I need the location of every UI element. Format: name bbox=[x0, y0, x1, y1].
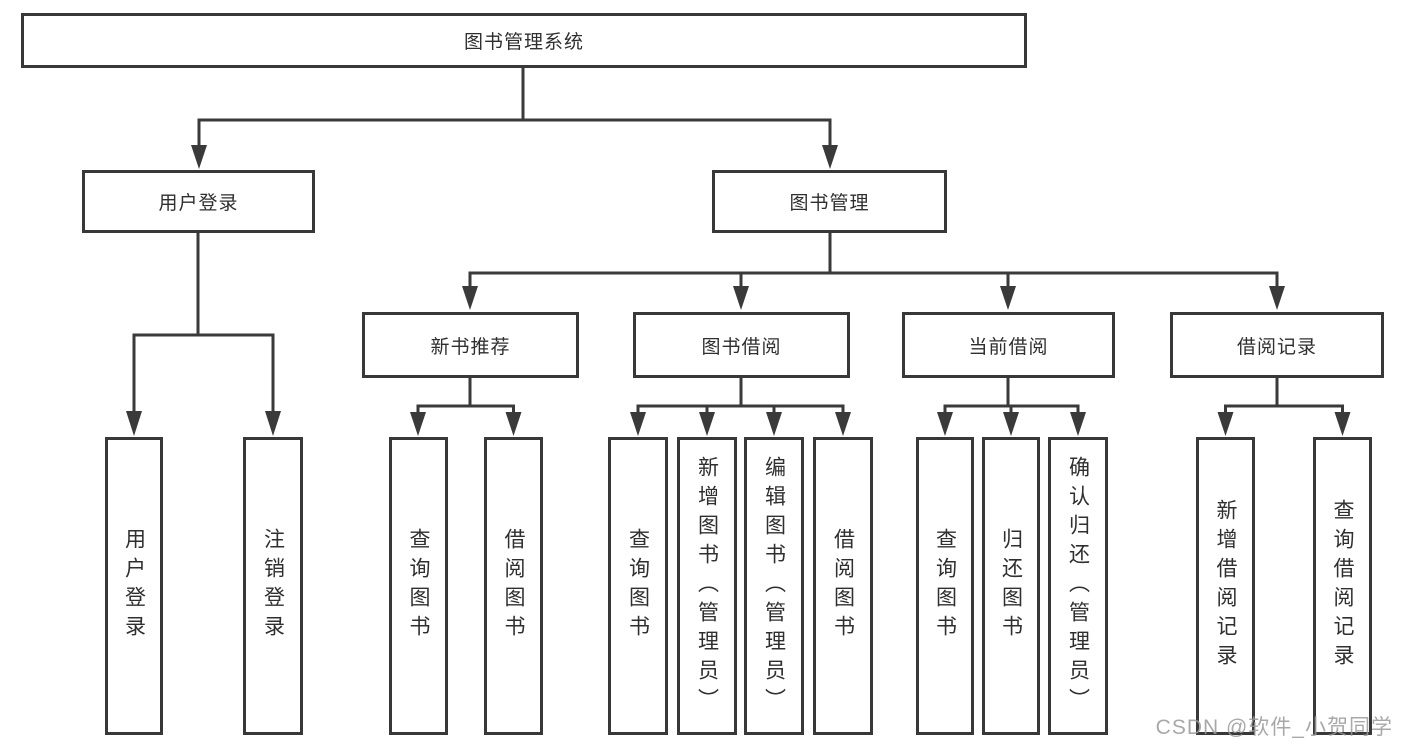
node-new-book-recommend: 新书推荐 bbox=[362, 312, 579, 378]
leaf-query-books-recommend: 查询图书 bbox=[389, 437, 448, 735]
leaf-confirm-return-admin: 确认归还（管理员） bbox=[1048, 437, 1108, 735]
node-new-book-recommend-label: 新书推荐 bbox=[430, 336, 511, 358]
leaf-add-book-admin: 新增图书（管理员） bbox=[677, 437, 737, 735]
leaf-query-borrow-record: 查询借阅记录 bbox=[1313, 437, 1372, 735]
csdn-watermark: CSDN @软件_小贺同学 bbox=[1155, 716, 1393, 739]
node-book-management-label: 图书管理 bbox=[789, 193, 870, 214]
leaf-confirm-return-admin-label: 确认归还（管理员） bbox=[1066, 455, 1090, 717]
connector-borrow-records-branch bbox=[1217, 378, 1351, 436]
leaf-logout-login-label: 注销登录 bbox=[261, 528, 285, 644]
node-borrow-records: 借阅记录 bbox=[1170, 312, 1384, 378]
node-book-management: 图书管理 bbox=[712, 170, 947, 233]
connector-root-to-level1 bbox=[191, 68, 838, 169]
node-root-label: 图书管理系统 bbox=[463, 32, 584, 53]
node-borrow-records-label: 借阅记录 bbox=[1236, 336, 1317, 358]
leaf-query-books-current: 查询图书 bbox=[916, 437, 974, 735]
leaf-query-books-current-label: 查询图书 bbox=[933, 528, 957, 644]
leaf-query-books-borrow-label: 查询图书 bbox=[626, 528, 650, 644]
connector-book-management-branch bbox=[462, 233, 1285, 310]
connector-book-borrow-branch bbox=[630, 378, 851, 436]
node-user-login-label: 用户登录 bbox=[158, 193, 239, 214]
leaf-add-borrow-record-label: 新增借阅记录 bbox=[1214, 499, 1237, 673]
leaf-query-books-borrow: 查询图书 bbox=[608, 437, 668, 735]
leaf-user-login-label: 用户登录 bbox=[122, 528, 146, 644]
node-book-borrow: 图书借阅 bbox=[633, 312, 850, 378]
node-root-system: 图书管理系统 bbox=[21, 13, 1027, 68]
leaf-add-borrow-record: 新增借阅记录 bbox=[1196, 437, 1255, 735]
leaf-query-borrow-record-label: 查询借阅记录 bbox=[1331, 499, 1354, 673]
connector-new-book-recommend-branch bbox=[410, 378, 522, 436]
connector-current-borrow-branch bbox=[937, 378, 1086, 436]
leaf-query-books-recommend-label: 查询图书 bbox=[407, 528, 430, 644]
leaf-logout-login: 注销登录 bbox=[243, 437, 303, 735]
connector-user-login-branch bbox=[126, 233, 281, 436]
leaf-borrow-books-recommend-label: 借阅图书 bbox=[502, 528, 525, 644]
leaf-return-books: 归还图书 bbox=[982, 437, 1040, 735]
leaf-edit-book-admin: 编辑图书（管理员） bbox=[744, 437, 804, 735]
node-user-login: 用户登录 bbox=[82, 170, 315, 233]
node-book-borrow-label: 图书借阅 bbox=[701, 336, 782, 358]
node-current-borrow: 当前借阅 bbox=[902, 312, 1115, 378]
leaf-add-book-admin-label: 新增图书（管理员） bbox=[695, 455, 719, 717]
leaf-borrow-books-borrow: 借阅图书 bbox=[813, 437, 873, 735]
leaf-borrow-books-borrow-label: 借阅图书 bbox=[831, 528, 855, 644]
leaf-borrow-books-recommend: 借阅图书 bbox=[484, 437, 543, 735]
leaf-return-books-label: 归还图书 bbox=[999, 528, 1023, 644]
leaf-edit-book-admin-label: 编辑图书（管理员） bbox=[762, 455, 786, 717]
leaf-user-login: 用户登录 bbox=[105, 437, 163, 735]
node-current-borrow-label: 当前借阅 bbox=[968, 336, 1049, 358]
